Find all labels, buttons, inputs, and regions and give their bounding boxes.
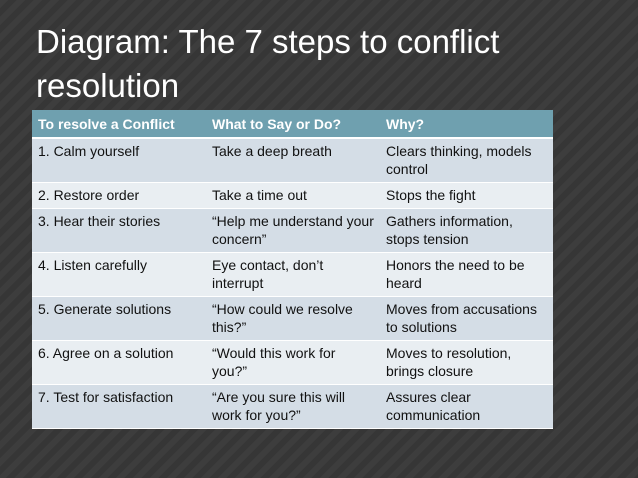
step-cell: 3. Hear their stories [32, 208, 206, 253]
table-row: 5. Generate solutions “How could we reso… [32, 296, 553, 341]
header-action: What to Say or Do? [206, 110, 380, 139]
action-cell: “Would this work for you?” [206, 340, 380, 385]
step-cell: 4. Listen carefully [32, 252, 206, 297]
action-cell: Eye contact, don’t interrupt [206, 252, 380, 297]
action-cell: “Help me understand your concern” [206, 208, 380, 253]
why-cell: Moves from accusations to solutions [380, 296, 553, 341]
table-header-row: To resolve a Conflict What to Say or Do?… [32, 110, 553, 139]
step-cell: 6. Agree on a solution [32, 340, 206, 385]
header-why: Why? [380, 110, 553, 139]
why-cell: Moves to resolution, brings closure [380, 340, 553, 385]
action-cell: “Are you sure this will work for you?” [206, 384, 380, 429]
why-cell: Gathers information, stops tension [380, 208, 553, 253]
step-cell: 2. Restore order [32, 182, 206, 209]
step-cell: 7. Test for satisfaction [32, 384, 206, 429]
why-cell: Clears thinking, models control [380, 138, 553, 183]
conflict-steps-table: To resolve a Conflict What to Say or Do?… [32, 110, 553, 429]
table-row: 6. Agree on a solution “Would this work … [32, 340, 553, 385]
table-row: 1. Calm yourself Take a deep breath Clea… [32, 138, 553, 183]
why-cell: Stops the fight [380, 182, 553, 209]
table-row: 3. Hear their stories “Help me understan… [32, 208, 553, 253]
why-cell: Honors the need to be heard [380, 252, 553, 297]
table-row: 2. Restore order Take a time out Stops t… [32, 182, 553, 209]
step-cell: 1. Calm yourself [32, 138, 206, 183]
action-cell: Take a deep breath [206, 138, 380, 183]
action-cell: Take a time out [206, 182, 380, 209]
table-row: 7. Test for satisfaction “Are you sure t… [32, 384, 553, 429]
table-row: 4. Listen carefully Eye contact, don’t i… [32, 252, 553, 297]
header-step: To resolve a Conflict [32, 110, 206, 139]
step-cell: 5. Generate solutions [32, 296, 206, 341]
why-cell: Assures clear communication [380, 384, 553, 429]
action-cell: “How could we resolve this?” [206, 296, 380, 341]
slide-title: Diagram: The 7 steps to conflict resolut… [36, 23, 500, 104]
